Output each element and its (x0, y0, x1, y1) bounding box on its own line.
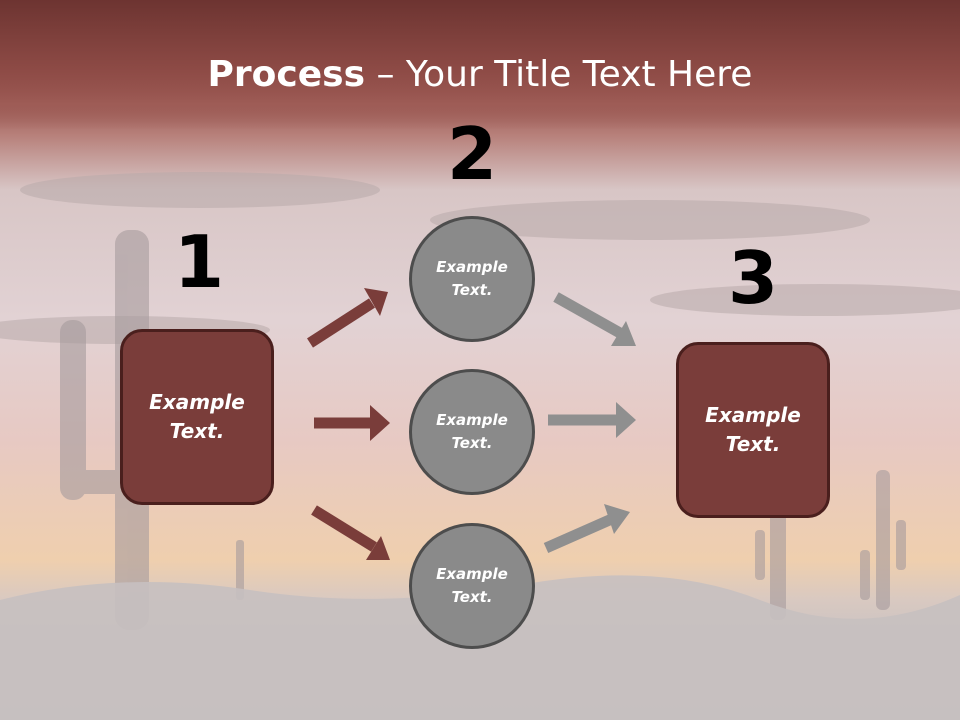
circle-bottom-text: Example Text. (436, 565, 508, 606)
arrow-to-bottom-circle (311, 505, 390, 560)
slide-title: Process – Your Title Text Here (0, 52, 960, 98)
circle-middle[interactable]: Example Text. (409, 369, 535, 495)
circle-bottom[interactable]: Example Text. (409, 523, 535, 649)
title-rest: – Your Title Text Here (365, 54, 753, 95)
arrow-to-top-circle (307, 288, 388, 348)
circle-top[interactable]: Example Text. (409, 216, 535, 342)
left-text-box[interactable]: Example Text. (120, 329, 274, 505)
title-band (0, 0, 960, 130)
step-number-1: 1 (173, 220, 225, 304)
arrow-from-middle-circle (548, 402, 636, 438)
step-number-3: 3 (727, 236, 779, 320)
right-box-text: Example Text. (705, 403, 801, 456)
arrow-from-top-circle (553, 292, 636, 346)
circle-middle-text: Example Text. (436, 411, 508, 452)
circle-top-text: Example Text. (436, 258, 508, 299)
arrow-from-bottom-circle (543, 504, 630, 554)
step-number-2: 2 (446, 112, 498, 196)
arrow-to-middle-circle (314, 405, 390, 441)
left-box-text: Example Text. (149, 390, 245, 443)
title-bold: Process (207, 54, 366, 95)
right-text-box[interactable]: Example Text. (676, 342, 830, 518)
